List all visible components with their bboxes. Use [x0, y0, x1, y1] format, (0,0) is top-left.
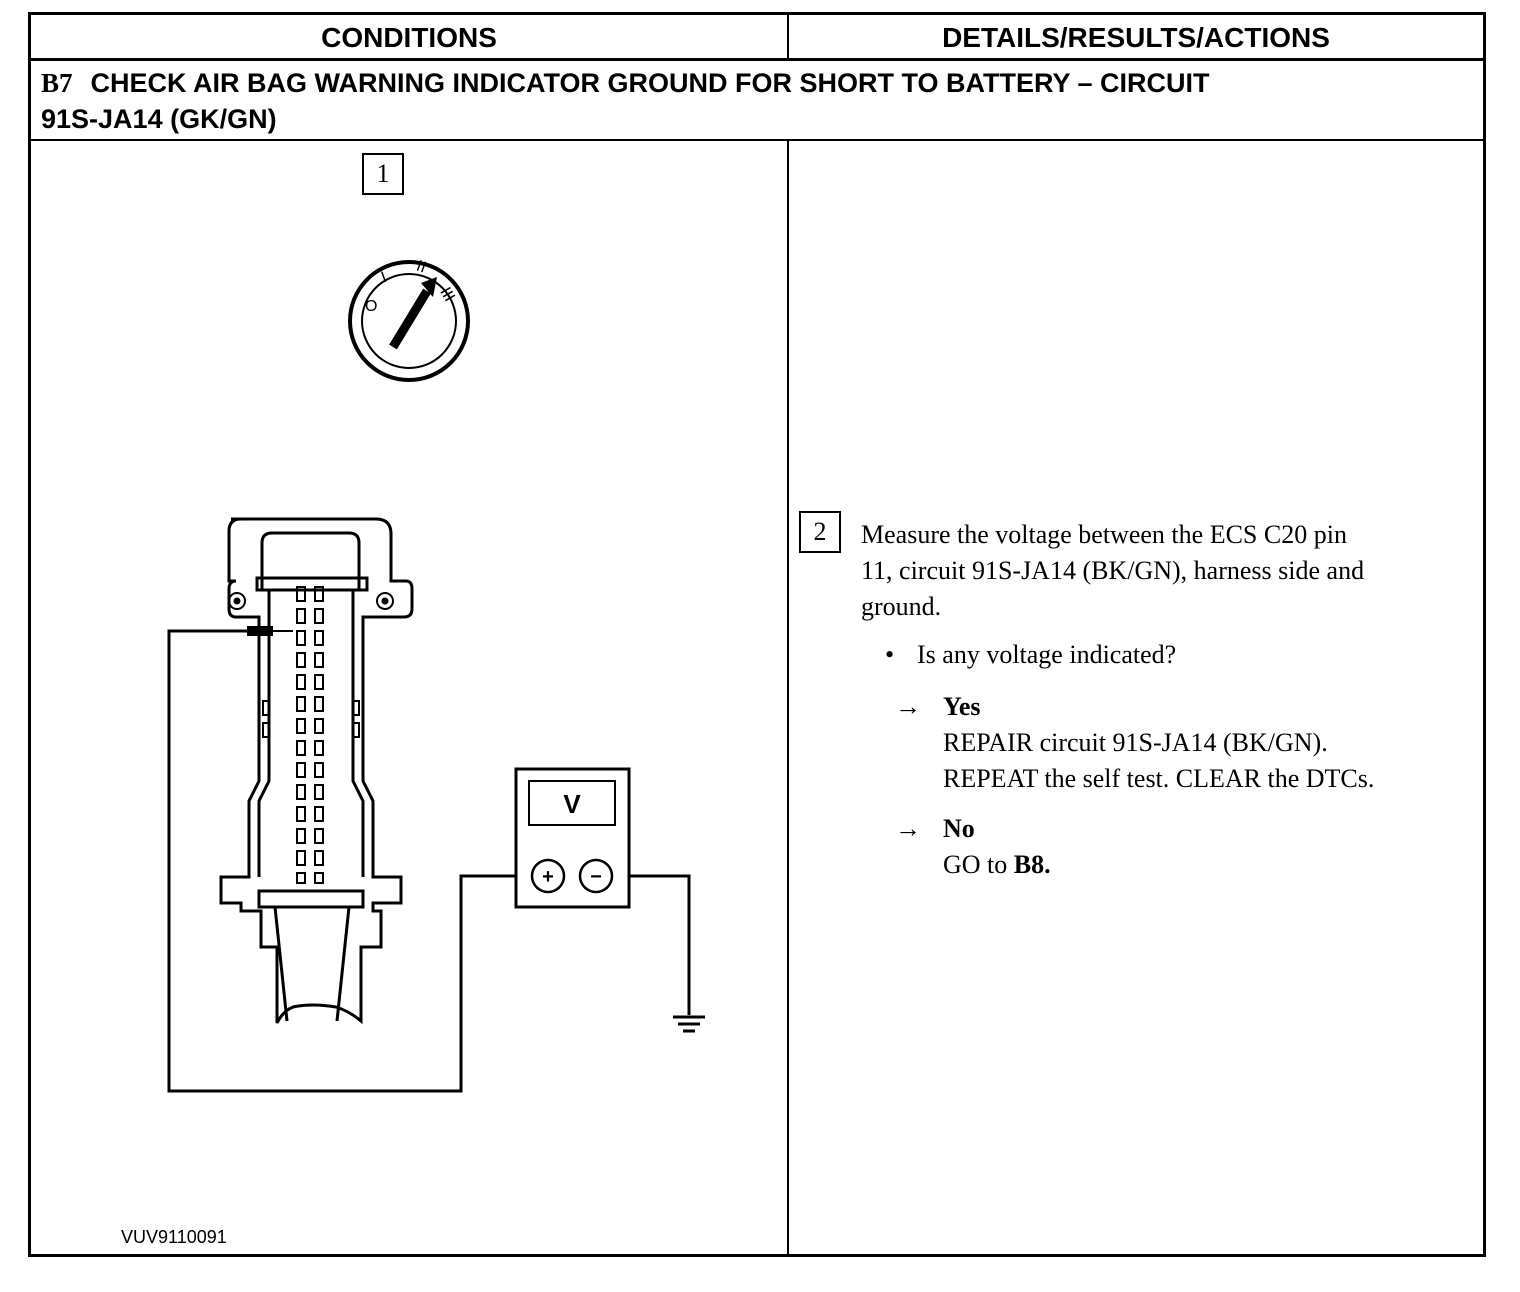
instruction-line-2: 11, circuit 91S-JA14 (BK/GN), harness si… — [861, 556, 1365, 585]
yes-label: Yes — [943, 692, 981, 721]
ignition-switch-icon: O I II III — [348, 258, 470, 382]
no-label: No — [943, 814, 975, 843]
test-lead-negative — [629, 874, 691, 1015]
arrow-right-icon: → — [895, 692, 921, 721]
branch-no: → No GO to B8. — [895, 811, 1051, 883]
yes-action-1: REPAIR circuit 91S-JA14 (BK/GN). — [943, 728, 1328, 757]
step-1-box: 1 — [362, 153, 404, 195]
figure-id: VUV9110091 — [121, 1227, 227, 1247]
wiring-diagram: O I II III — [167, 258, 705, 1093]
details-header: DETAILS/RESULTS/ACTIONS — [942, 22, 1330, 53]
instruction-line-1: Measure the voltage between the ECS C20 … — [861, 520, 1347, 549]
step-2-box: 2 — [799, 511, 841, 553]
connector-c20-icon — [219, 517, 414, 1025]
meter-minus-terminal — [578, 858, 614, 894]
no-action-text: GO to — [943, 850, 1014, 879]
branch-yes: → Yes REPAIR circuit 91S-JA14 (BK/GN). R… — [895, 689, 1374, 797]
step-title-line2: 91S-JA14 (GK/GN) — [41, 104, 277, 134]
ign-pos-1: I — [379, 269, 389, 286]
test-lead-positive — [167, 629, 516, 1093]
meter-plus-terminal — [530, 858, 566, 894]
ground-icon — [673, 1015, 705, 1033]
meter-minus-label: − — [590, 866, 602, 888]
step-id: B7 — [41, 68, 73, 98]
instruction-line-3: ground. — [861, 592, 942, 621]
goto-b8-link[interactable]: B8. — [1013, 850, 1051, 879]
step-title: B7 CHECK AIR BAG WARNING INDICATOR GROUND… — [31, 61, 1483, 141]
question-text: Is any voltage indicated? — [917, 640, 1177, 669]
meter-display-label: V — [563, 789, 581, 819]
details-cell: 2 Measure the voltage between the ECS C2… — [789, 141, 1483, 1254]
question: • Is any voltage indicated? — [885, 637, 1176, 673]
procedure-table: CONDITIONS DETAILS/RESULTS/ACTIONS B7 CHE… — [28, 12, 1486, 1257]
step-title-line1: CHECK AIR BAG WARNING INDICATOR GROUND F… — [90, 68, 1210, 98]
meter-plus-label: + — [542, 866, 554, 888]
bullet: • — [885, 640, 895, 669]
conditions-header: CONDITIONS — [31, 15, 789, 58]
no-action: GO to B8. — [943, 847, 1051, 883]
ign-pos-off: O — [365, 298, 377, 315]
instruction-text: Measure the voltage between the ECS C20 … — [861, 517, 1471, 625]
probe-tip-icon — [247, 626, 273, 636]
table-header: CONDITIONS DETAILS/RESULTS/ACTIONS — [31, 15, 1483, 61]
arrow-right-icon: → — [895, 814, 921, 843]
yes-action-2: REPEAT the self test. CLEAR the DTCs. — [943, 764, 1375, 793]
conditions-cell: 1 O I II III — [31, 141, 789, 1254]
voltmeter-icon: V + − — [514, 767, 631, 909]
